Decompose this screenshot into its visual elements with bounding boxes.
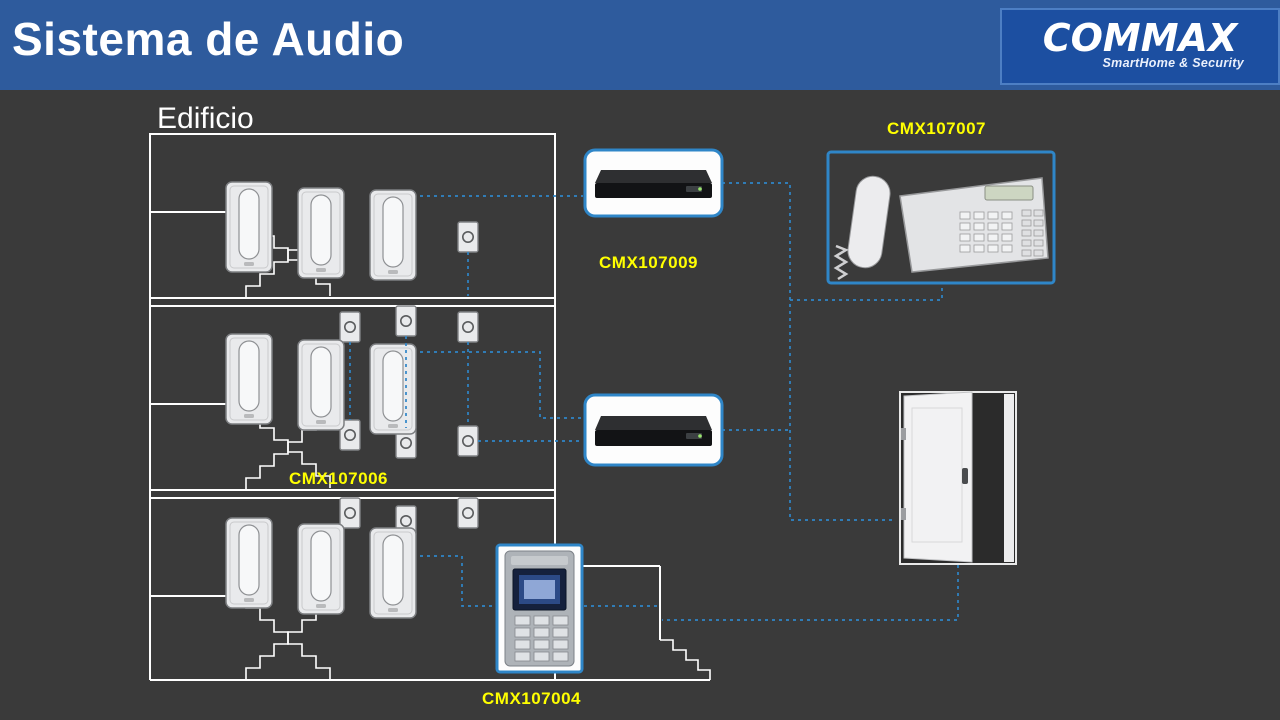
intercom-handset-icons	[225, 181, 417, 619]
door-station-image	[495, 543, 584, 674]
door-image	[899, 391, 1017, 565]
label-cmx107009: CMX107009	[599, 253, 699, 272]
wiring-dotted-lines	[349, 182, 959, 621]
label-cmx107006: CMX107006	[289, 469, 389, 488]
slide-title: Sistema de Audio	[12, 13, 405, 65]
header-bar: Sistema de Audio COMMAX SmartHome & Secu…	[0, 0, 1280, 90]
stairs-icon	[232, 211, 711, 681]
building-label: Edificio	[157, 102, 254, 135]
logo-tagline-text: SmartHome & Security	[1102, 56, 1244, 70]
label-cmx107007: CMX107007	[887, 119, 987, 138]
audio-distributor-2-image	[583, 393, 724, 467]
audio-distributor-1-image	[583, 148, 724, 218]
desk-phone-image	[826, 150, 1056, 285]
logo-brand-text: COMMAX	[1042, 16, 1238, 60]
commax-logo: COMMAX SmartHome & Security	[1000, 8, 1280, 85]
label-cmx107004: CMX107004	[482, 689, 582, 708]
